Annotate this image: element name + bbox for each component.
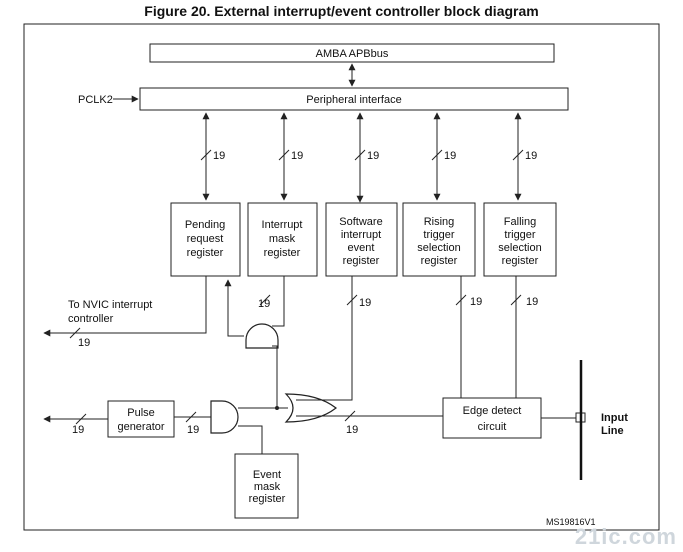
nvic-label-line-1: To NVIC interrupt (68, 299, 152, 311)
interrupt-mask-register-box (247, 202, 318, 277)
mask-to-and1 (272, 276, 285, 327)
eventmask-line-2: mask (254, 481, 281, 493)
width-edge-or: 19 (346, 424, 358, 436)
pending-line-3: register (187, 247, 224, 259)
rising-line-2: trigger (423, 229, 455, 241)
slash-nvic (69, 327, 81, 339)
width-pulse-out: 19 (72, 424, 84, 436)
or-gate (284, 393, 337, 423)
slash-mask (278, 149, 290, 161)
watermark: 21ic.com (574, 524, 677, 549)
pclk-label: PCLK2 (78, 94, 113, 106)
slash-rising (431, 149, 443, 161)
software-line-2: interrupt (341, 229, 381, 241)
figure-title: Figure 20. External interrupt/event cont… (144, 3, 539, 19)
eventmask-line-3: register (249, 493, 286, 505)
falling-line-1: Falling (504, 216, 536, 228)
falling-trigger-register-box (483, 202, 557, 277)
input-label-line-2: Line (601, 425, 624, 437)
width-software: 19 (367, 150, 379, 162)
and1-to-pending (224, 279, 244, 337)
amba-bus-label: AMBA APBbus (316, 48, 389, 60)
software-line-4: register (343, 255, 380, 267)
bus-width-marks: 19 19 19 19 19 (200, 149, 537, 162)
width-software-or: 19 (359, 297, 371, 309)
slash-and2-pulse (185, 411, 197, 423)
nvic-label-line-2: controller (68, 313, 114, 325)
slash-mask-and (259, 294, 271, 306)
pulse-generator-box (107, 400, 175, 438)
software-event-register-box (325, 202, 398, 277)
reference-code: MS19816V1 (546, 517, 596, 527)
edge-line-1: Edge detect (463, 405, 522, 417)
width-rising: 19 (444, 150, 456, 162)
input-label-line-1: Input (601, 412, 628, 424)
mask-line-1: Interrupt (262, 219, 303, 231)
slash-pulse-out (75, 413, 87, 425)
eventmask-line-1: Event (253, 469, 281, 481)
pulse-line-1: Pulse (127, 407, 155, 419)
peripheral-interface-label: Peripheral interface (306, 94, 401, 106)
and-gate-event (210, 400, 239, 434)
width-rising-edge: 19 (470, 296, 482, 308)
edge-detect-box (442, 397, 542, 439)
rising-line-3: selection (417, 242, 460, 254)
mask-line-3: register (264, 247, 301, 259)
slash-software (354, 149, 366, 161)
software-line-1: Software (339, 216, 382, 228)
pulse-line-2: generator (117, 421, 164, 433)
mask-line-2: mask (269, 233, 296, 245)
register-bus-arrows (202, 112, 522, 203)
falling-line-3: selection (498, 242, 541, 254)
amba-bus-box (149, 43, 555, 63)
diagram-frame (23, 23, 660, 531)
and-gate-interrupt (245, 323, 279, 349)
slash-falling (512, 149, 524, 161)
slash-rising-edge (455, 294, 467, 306)
event-mask-register-box (234, 453, 299, 519)
or-to-and1 (272, 345, 278, 408)
pending-line-1: Pending (185, 219, 225, 231)
width-falling-edge: 19 (526, 296, 538, 308)
falling-line-4: register (502, 255, 539, 267)
slash-pending (200, 149, 212, 161)
slash-edge-or (344, 410, 356, 422)
nvic-output-line (43, 276, 207, 337)
width-mask: 19 (291, 150, 303, 162)
width-falling: 19 (525, 150, 537, 162)
falling-line-2: trigger (504, 229, 536, 241)
width-and2-pulse: 19 (187, 424, 199, 436)
width-pending: 19 (213, 150, 225, 162)
width-nvic: 19 (78, 337, 90, 349)
rising-line-1: Rising (424, 216, 455, 228)
pending-line-2: request (187, 233, 224, 245)
software-line-3: event (348, 242, 375, 254)
rising-line-4: register (421, 255, 458, 267)
width-mask-and: 19 (258, 298, 270, 310)
rising-trigger-register-box (402, 202, 476, 277)
slash-falling-edge (510, 294, 522, 306)
peripheral-interface-box (139, 87, 569, 111)
edge-line-2: circuit (478, 421, 507, 433)
slash-software-or (346, 294, 358, 306)
software-to-or (296, 276, 353, 401)
